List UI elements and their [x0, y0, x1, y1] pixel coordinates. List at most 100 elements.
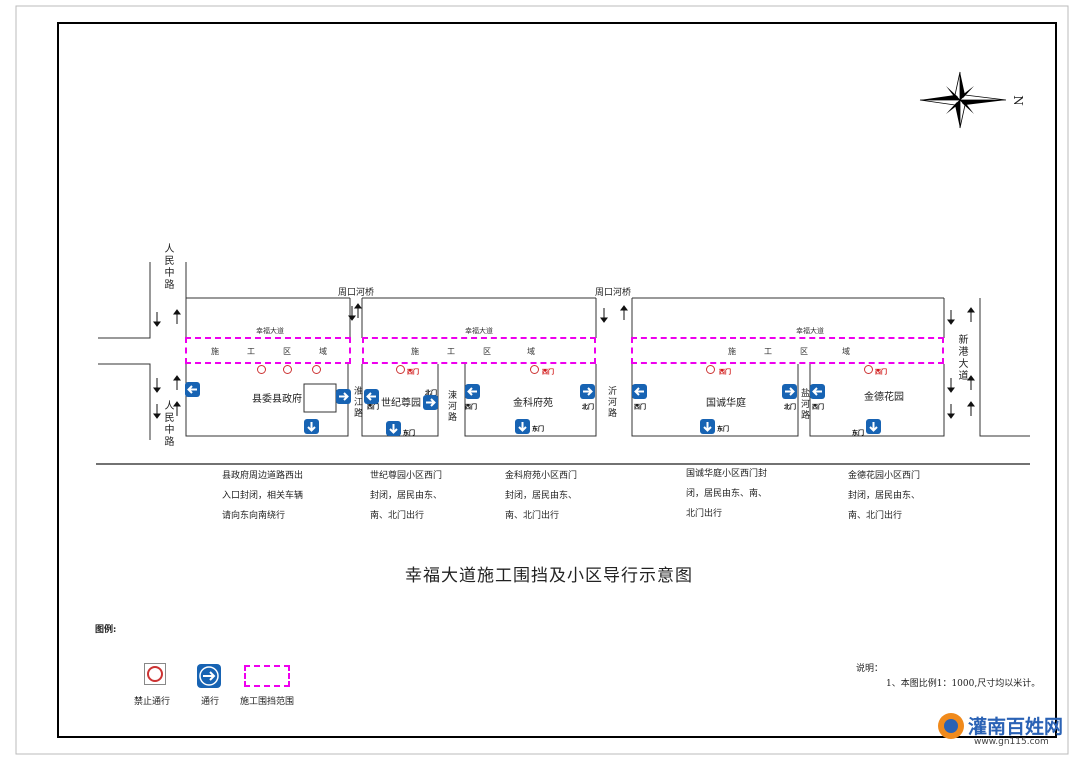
road-zhoukou-bridge-1: 周口河桥 [338, 288, 375, 298]
gate-north-label: 北门 [784, 404, 797, 411]
avenue-label: 幸福大道 [796, 327, 824, 335]
explanation-heading: 说明： [856, 664, 884, 674]
gate-north-label: 北门 [425, 390, 438, 397]
block-shiji: 世纪尊园 [381, 398, 421, 409]
pass-right-icon [782, 384, 797, 399]
gate-west-label: 西门 [542, 369, 555, 376]
avenue-label: 幸福大道 [465, 327, 493, 335]
note-line: 闭，居民由东、南、 [686, 489, 768, 499]
gate-east-label: 东门 [532, 426, 545, 433]
gate-east-label: 东门 [403, 430, 416, 437]
zone-char: 工 [447, 347, 455, 356]
note-line: 封闭，居民由东、 [848, 491, 921, 501]
gate-west-label: 西门 [407, 369, 420, 376]
pass-left-icon [185, 382, 200, 397]
pass-right-icon [580, 384, 595, 399]
no-pass-icon [396, 365, 405, 374]
gate-west-label-2: 西门 [367, 404, 380, 411]
note-shiji: 世纪尊园小区西门 封闭，居民由东、 南、北门出行 [370, 466, 442, 526]
legend-no-pass-icon [144, 663, 166, 685]
gate-west-label-2: 西门 [465, 404, 478, 411]
avenue-label: 幸福大道 [256, 327, 284, 335]
note-line: 县政府周边道路西出 [222, 471, 304, 481]
note-line: 北门出行 [686, 509, 723, 519]
note-line: 南、北门出行 [370, 511, 425, 521]
zone-char: 工 [764, 347, 772, 356]
zone-char: 域 [319, 347, 327, 356]
pass-left-icon [364, 389, 379, 404]
zone-char: 施 [211, 347, 219, 356]
gate-north-label: 北门 [582, 404, 595, 411]
pass-left-icon [810, 384, 825, 399]
pass-right-icon [336, 389, 351, 404]
legend-fence-label: 施工围挡范围 [240, 697, 295, 707]
note-line: 世纪尊园小区西门 [370, 471, 443, 481]
note-line: 国诚华庭小区西门封 [686, 469, 768, 479]
road-yanhe: 盐河路 [799, 388, 809, 421]
road-huajiang: 淮江路 [352, 386, 362, 419]
gate-west-label-2: 西门 [634, 404, 647, 411]
explanation-line: 1、本图比例1：1000,尺寸均以米计。 [886, 679, 1041, 689]
legend-pass-label: 通行 [201, 697, 220, 707]
block-jinde: 金德花园 [864, 392, 904, 403]
note-line: 南、北门出行 [505, 511, 560, 521]
road-xingang: 新港大道 [956, 334, 967, 382]
watermark-logo-icon [938, 713, 964, 739]
no-pass-icon [530, 365, 539, 374]
pass-down-icon [386, 421, 401, 436]
zone-char: 施 [411, 347, 419, 356]
map-title: 幸福大道施工围挡及小区导行示意图 [405, 566, 693, 586]
note-line: 南、北门出行 [848, 511, 903, 521]
zone-char: 工 [247, 347, 255, 356]
note-guocheng: 国诚华庭小区西门封 闭，居民由东、南、 北门出行 [686, 464, 767, 524]
pass-down-icon [700, 419, 715, 434]
construction-zone-1 [185, 337, 351, 364]
note-jinke: 金科府苑小区西门 封闭，居民由东、 南、北门出行 [505, 466, 577, 526]
note-line: 金科府苑小区西门 [505, 471, 578, 481]
note-jinde: 金德花园小区西门 封闭，居民由东、 南、北门出行 [848, 466, 920, 526]
gate-east-label: 东门 [852, 430, 865, 437]
road-yihe: 沂河路 [606, 386, 616, 419]
note-line: 封闭，居民由东、 [505, 491, 578, 501]
no-pass-icon [312, 365, 321, 374]
pass-down-icon [866, 419, 881, 434]
construction-zone-3 [631, 337, 944, 364]
gate-west-label-2: 西门 [812, 404, 825, 411]
road-renmin-south: 人民中路 [162, 400, 173, 448]
zone-char: 区 [800, 347, 808, 356]
pass-down-icon [515, 419, 530, 434]
zone-char: 域 [527, 347, 535, 356]
legend-pass-icon [197, 664, 221, 688]
watermark-url: www.gn115.com [974, 737, 1049, 747]
legend-heading: 图例: [95, 625, 117, 635]
pass-right-icon [423, 395, 438, 410]
note-line: 金德花园小区西门 [848, 471, 921, 481]
no-pass-icon [864, 365, 873, 374]
no-pass-icon [283, 365, 292, 374]
block-jinke: 金科府苑 [513, 398, 553, 409]
pass-down-icon [304, 419, 319, 434]
gate-west-label: 西门 [875, 369, 888, 376]
zone-char: 区 [283, 347, 291, 356]
note-line: 封闭，居民由东、 [370, 491, 443, 501]
gate-east-label: 东门 [717, 426, 730, 433]
gate-west-label: 西门 [719, 369, 732, 376]
pass-left-icon [465, 384, 480, 399]
construction-zone-2 [362, 337, 596, 364]
note-line: 请向东向南绕行 [222, 511, 286, 521]
note-line: 入口封闭，相关车辆 [222, 491, 304, 501]
zone-char: 施 [728, 347, 736, 356]
watermark-brand: 灌南百姓网 [968, 716, 1064, 738]
zone-char: 域 [842, 347, 850, 356]
legend-no-pass-label: 禁止通行 [134, 697, 171, 707]
pass-left-icon [632, 384, 647, 399]
road-zhoukou-bridge-2: 周口河桥 [595, 288, 632, 298]
block-guocheng: 国诚华庭 [706, 398, 746, 409]
north-label: N [1010, 95, 1025, 106]
legend-fence-icon [244, 665, 290, 687]
compass-icon [919, 71, 1007, 129]
block-gov: 县委县政府 [252, 394, 302, 405]
note-gov: 县政府周边道路西出 入口封闭，相关车辆 请向东向南绕行 [222, 466, 303, 526]
no-pass-icon [706, 365, 715, 374]
